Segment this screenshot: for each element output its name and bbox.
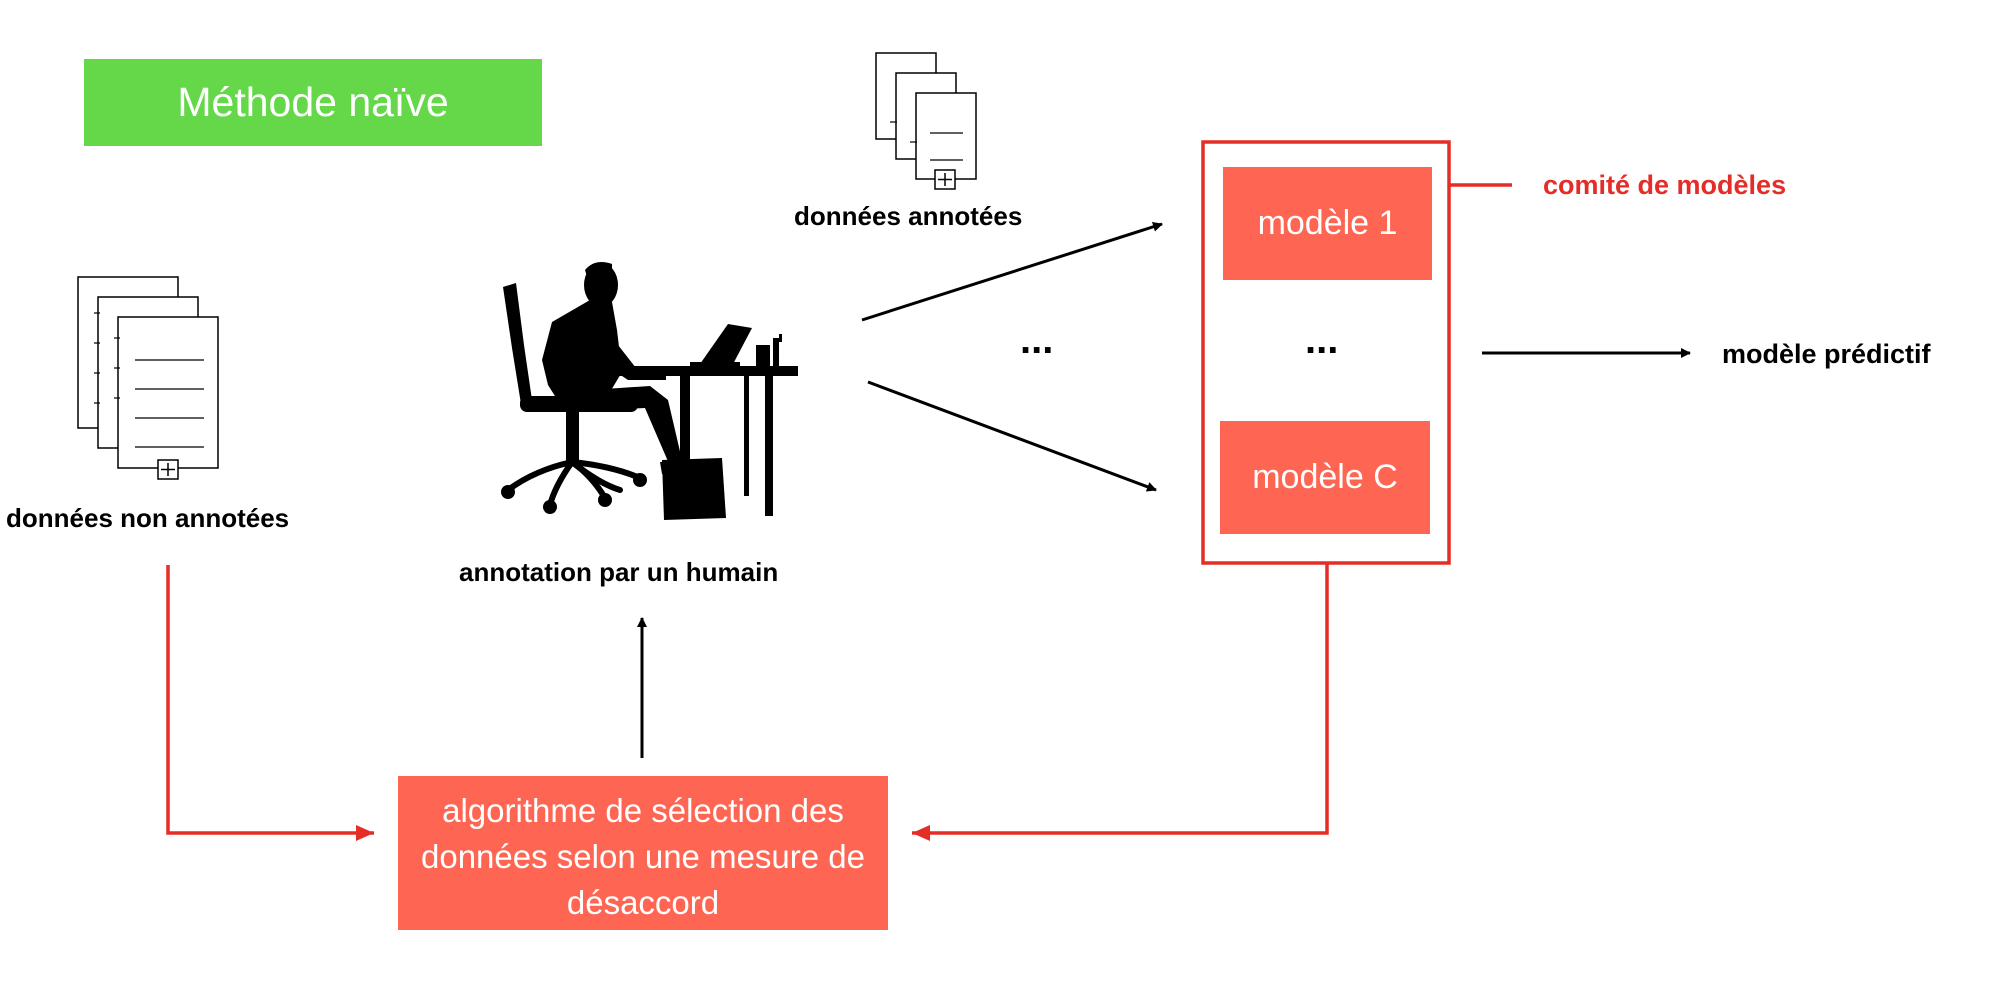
committee-label: comité de modèles — [1543, 170, 1787, 200]
algorithm-box — [398, 776, 888, 930]
model-c-box — [1220, 421, 1430, 534]
unlabeled-docs-icon — [77, 276, 219, 480]
model-1-box — [1223, 167, 1432, 280]
ellipsis-models: ... — [1305, 318, 1339, 362]
arrow-to-model-1 — [861, 221, 1163, 322]
human-annotation-label: annotation par un humain — [459, 557, 779, 587]
unlabeled-data-label: données non annotées — [6, 503, 290, 533]
algorithm-label: algorithme de sélection des données selo… — [421, 792, 865, 921]
arrow-unlabeled-to-algorithm — [166, 565, 374, 841]
labeled-data-label: données annotées — [794, 201, 1023, 231]
arrow-to-model-c — [867, 380, 1157, 492]
labeled-docs-icon — [875, 52, 977, 190]
person-at-computer-icon — [501, 262, 798, 520]
arrow-committee-to-algorithm — [912, 563, 1329, 841]
title-box — [84, 59, 542, 146]
model-c-label: modèle C — [1252, 458, 1398, 496]
model-1-label: modèle 1 — [1257, 204, 1398, 242]
title: Méthode naïve — [177, 79, 449, 125]
predictive-model-label: modèle prédictif — [1722, 339, 1931, 369]
ellipsis-middle: ... — [1020, 318, 1054, 362]
